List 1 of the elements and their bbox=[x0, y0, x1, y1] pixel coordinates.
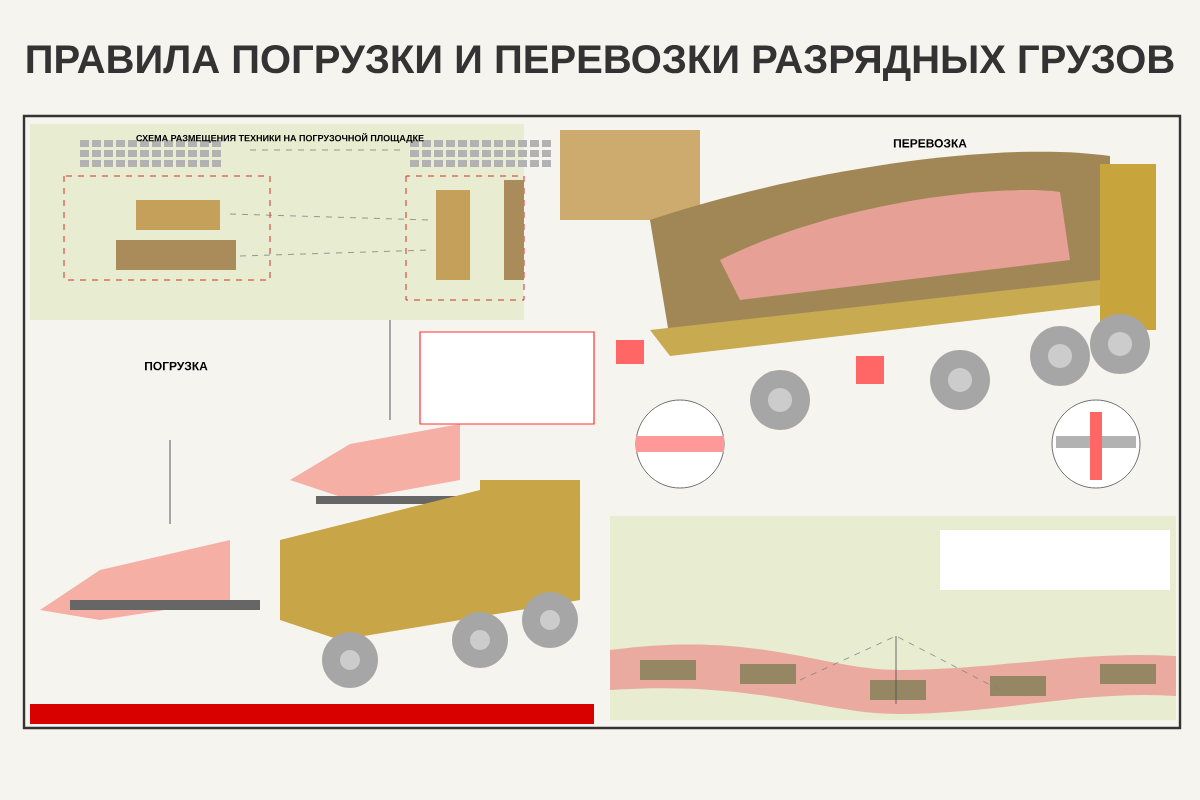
poster-title: ПРАВИЛА ПОГРУЗКИ И ПЕРЕВОЗКИ РАЗРЯДНЫХ ГРУЗОВ bbox=[27, 45, 1174, 81]
